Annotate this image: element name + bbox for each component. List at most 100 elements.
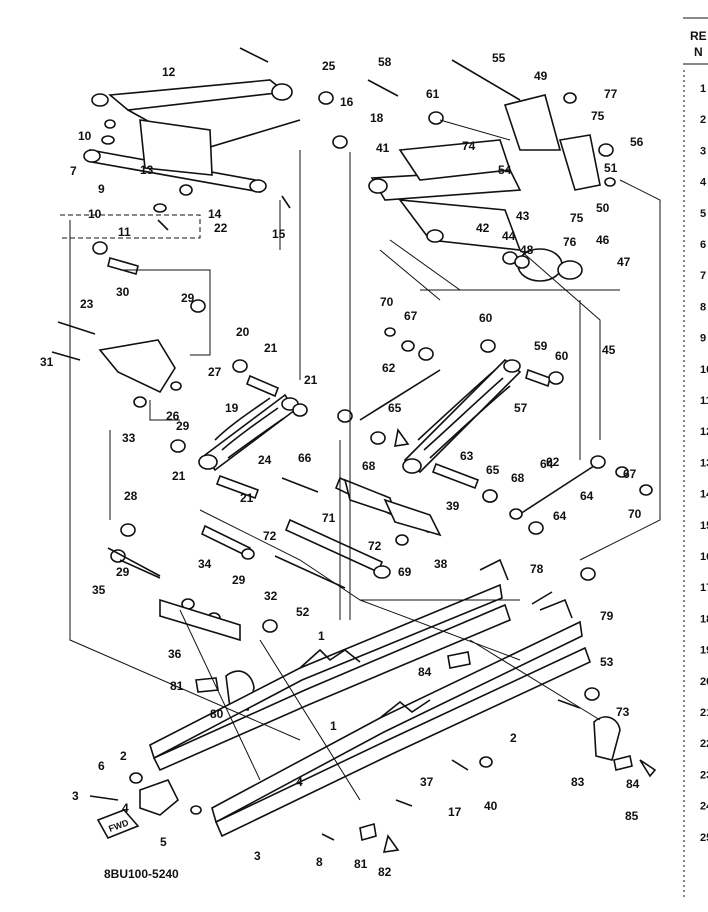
part-label-39: 39: [446, 499, 460, 513]
part-label-65: 65: [388, 401, 402, 415]
part-label-36: 36: [168, 647, 182, 661]
part-label-34: 34: [198, 557, 212, 571]
part-label-85: 85: [625, 809, 639, 823]
ref-number: 25: [700, 832, 708, 844]
part-label-48: 48: [520, 243, 534, 257]
part-label-61: 61: [426, 87, 440, 101]
part-label-13: 13: [140, 163, 154, 177]
part-label-1: 1: [318, 629, 325, 643]
part-label-44: 44: [502, 229, 516, 243]
ref-number: 12: [700, 426, 708, 438]
part-label-29: 29: [232, 573, 246, 587]
front-arm-assembly: [60, 47, 348, 239]
part-label-31: 31: [40, 355, 54, 369]
part-label-18: 18: [370, 111, 384, 125]
ref-number: 7: [700, 270, 706, 282]
part-label-5: 5: [160, 835, 167, 849]
table-header-ref: RE: [690, 29, 707, 43]
part-label-57: 57: [514, 401, 528, 415]
part-label-21: 21: [264, 341, 278, 355]
part-label-68: 68: [511, 471, 525, 485]
part-label-67: 67: [404, 309, 418, 323]
ref-number: 10: [700, 364, 708, 376]
part-label-10: 10: [78, 129, 92, 143]
part-label-72: 72: [263, 529, 277, 543]
part-label-42: 42: [476, 221, 490, 235]
part-label-62: 62: [382, 361, 396, 375]
rear-arm-assembly: [367, 59, 616, 282]
ref-number: 2: [700, 114, 706, 126]
part-label-29: 29: [181, 291, 195, 305]
part-label-35: 35: [92, 583, 106, 597]
part-label-83: 83: [571, 775, 585, 789]
part-label-11: 11: [118, 225, 131, 239]
part-label-3: 3: [254, 849, 261, 863]
part-label-63: 63: [460, 449, 474, 463]
part-label-53: 53: [600, 655, 614, 669]
part-label-27: 27: [208, 365, 222, 379]
part-label-20: 20: [236, 325, 250, 339]
ref-number: 20: [700, 676, 708, 688]
part-label-82: 82: [378, 865, 392, 879]
part-label-1: 1: [330, 719, 337, 733]
part-label-79: 79: [600, 609, 614, 623]
part-label-37: 37: [420, 775, 434, 789]
part-label-67: 67: [623, 467, 637, 481]
part-label-52: 52: [296, 605, 310, 619]
part-label-77: 77: [604, 87, 618, 101]
part-label-75: 75: [591, 109, 605, 123]
part-label-49: 49: [534, 69, 548, 83]
part-label-75: 75: [570, 211, 584, 225]
part-label-64: 64: [553, 509, 567, 523]
part-label-58: 58: [378, 55, 392, 69]
part-label-3: 3: [72, 789, 79, 803]
part-label-29: 29: [176, 419, 190, 433]
part-label-15: 15: [272, 227, 286, 241]
part-label-64: 64: [580, 489, 594, 503]
part-label-26: 26: [166, 409, 180, 423]
ref-number: 23: [700, 769, 708, 781]
part-label-2: 2: [120, 749, 127, 763]
part-label-84: 84: [626, 777, 640, 791]
slide-rails: [149, 558, 591, 838]
ref-number: 21: [700, 707, 708, 719]
part-label-59: 59: [534, 339, 548, 353]
part-label-66: 66: [298, 451, 312, 465]
ref-number: 18: [700, 613, 708, 625]
diagram-code: 8BU100-5240: [104, 867, 179, 881]
part-label-10: 10: [88, 207, 102, 221]
ref-number-column: 1234567891011121314151617181920212223242…: [700, 83, 708, 844]
ref-number: 24: [700, 801, 708, 813]
part-label-76: 76: [563, 235, 577, 249]
part-label-21: 21: [240, 491, 254, 505]
part-label-46: 46: [596, 233, 610, 247]
part-label-47: 47: [617, 255, 631, 269]
ref-number: 19: [700, 645, 708, 657]
part-label-68: 68: [362, 459, 376, 473]
ref-number: 6: [700, 239, 706, 251]
part-label-51: 51: [604, 161, 618, 175]
part-label-38: 38: [434, 557, 448, 571]
table-header-no: N: [694, 45, 703, 59]
part-label-19: 19: [225, 401, 239, 415]
part-label-62: 62: [546, 455, 560, 469]
part-label-78: 78: [530, 562, 544, 576]
part-label-81: 81: [170, 679, 184, 693]
part-label-21: 21: [172, 469, 186, 483]
part-label-65: 65: [486, 463, 500, 477]
ref-number: 16: [700, 551, 708, 563]
part-label-81: 81: [354, 857, 368, 871]
part-label-6: 6: [98, 759, 105, 773]
guide-lines: [69, 119, 661, 801]
part-label-21: 21: [304, 373, 318, 387]
ref-number: 1: [700, 83, 706, 95]
part-label-70: 70: [380, 295, 394, 309]
part-label-71: 71: [322, 511, 336, 525]
ref-number: 9: [700, 333, 706, 345]
part-label-29: 29: [116, 565, 130, 579]
part-label-73: 73: [616, 705, 630, 719]
part-label-4: 4: [296, 775, 303, 789]
ref-number: 14: [700, 489, 708, 501]
part-label-55: 55: [492, 51, 506, 65]
part-label-43: 43: [516, 209, 530, 223]
